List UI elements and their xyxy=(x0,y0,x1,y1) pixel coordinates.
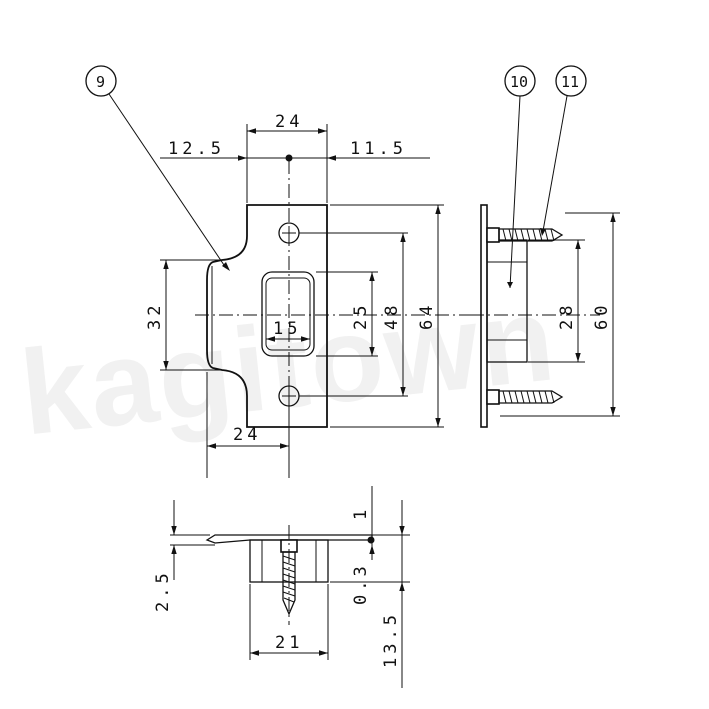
dim-top-width: 24 xyxy=(275,112,303,132)
callout-10: 10 xyxy=(510,73,528,91)
dim-gap: 0.3 xyxy=(351,562,371,605)
dim-box-height: 28 xyxy=(557,302,577,330)
dim-right-offset: 11.5 xyxy=(350,139,407,159)
dim-lip-offset: 2.5 xyxy=(153,569,173,612)
watermark-text: kagitown xyxy=(15,271,562,460)
bottom-view: 2.5 1 0.3 13.5 21 xyxy=(153,486,410,688)
dim-total-height: 64 xyxy=(417,302,437,330)
dim-bottom-width: 24 xyxy=(233,425,261,445)
dim-screw-pitch: 48 xyxy=(382,302,402,330)
latch-opening xyxy=(261,271,315,357)
dim-box-depth: 13.5 xyxy=(381,611,401,668)
dim-left-offset: 12.5 xyxy=(168,139,225,159)
side-view: 28 60 10 11 xyxy=(470,65,620,428)
strike-plate-outline xyxy=(206,204,328,428)
front-view: 24 12.5 11.5 32 15 25 48 64 24 9 xyxy=(85,65,470,478)
callout-9: 9 xyxy=(96,73,105,91)
dim-opening-height: 25 xyxy=(351,302,371,330)
callout-11: 11 xyxy=(561,73,579,91)
dim-opening-width: 15 xyxy=(273,319,301,339)
dim-lip-height: 32 xyxy=(145,302,165,330)
side-box xyxy=(486,239,528,363)
dim-plate-thickness: 1 xyxy=(351,506,371,520)
side-plate xyxy=(480,204,488,428)
screw-bottom xyxy=(486,389,564,405)
dim-screw-span: 60 xyxy=(592,302,612,330)
dim-box-width: 21 xyxy=(275,633,303,653)
